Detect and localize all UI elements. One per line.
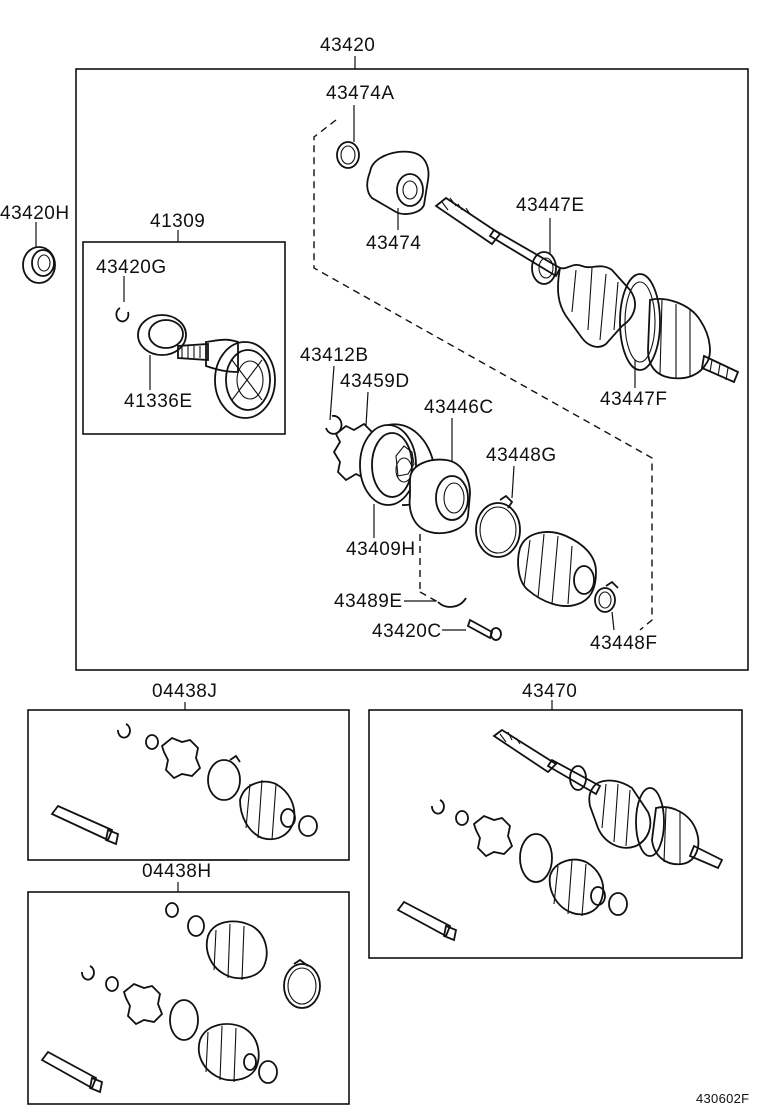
clamp-43448f [594,580,619,631]
catalog-code: 430602F [696,1091,750,1106]
label-43409h: 43409H [346,539,416,560]
clamp-41336e [137,314,187,390]
label-43420g: 43420G [96,257,167,278]
label-43459d: 43459D [340,371,410,392]
snap-ring-43412b [325,414,343,435]
ring-43446c [408,418,471,535]
exploded-dashed-path [313,119,653,631]
box-41309 [82,230,286,435]
label-04438h: 04438H [142,861,212,882]
label-43412b: 43412B [300,345,369,366]
damper-43474 [366,150,430,230]
label-43470: 43470 [522,681,578,702]
drive-shaft-upper [434,196,740,388]
label-04438j: 04438J [152,681,218,702]
label-43489e: 43489E [334,591,403,612]
label-43446c: 43446C [424,397,494,418]
clip-43489e [437,597,467,608]
box-43470 [368,700,743,959]
label-41336e: 41336E [124,391,193,412]
label-43474: 43474 [366,233,422,254]
label-43448g: 43448G [486,445,557,466]
outer-joint [177,338,276,419]
housing-43409h [359,423,436,538]
label-43474a: 43474A [326,83,395,104]
clamp-43474a [336,105,360,169]
label-43420c: 43420C [372,621,442,642]
label-43420: 43420 [320,35,376,56]
inner-boot [517,531,597,607]
box-04438j [27,702,350,861]
label-41309: 41309 [150,211,206,232]
box-43420 [75,56,749,671]
label-43447f: 43447F [600,389,668,410]
label-43448f: 43448F [590,633,658,654]
box-04438h [27,882,350,1105]
band-43448g [475,465,521,558]
label-43420h: 43420H [0,203,70,224]
bolt-43420c [442,618,502,641]
snap-ring-43420g [115,307,130,323]
label-43447e: 43447E [516,195,585,216]
seal-43420h [22,222,56,284]
